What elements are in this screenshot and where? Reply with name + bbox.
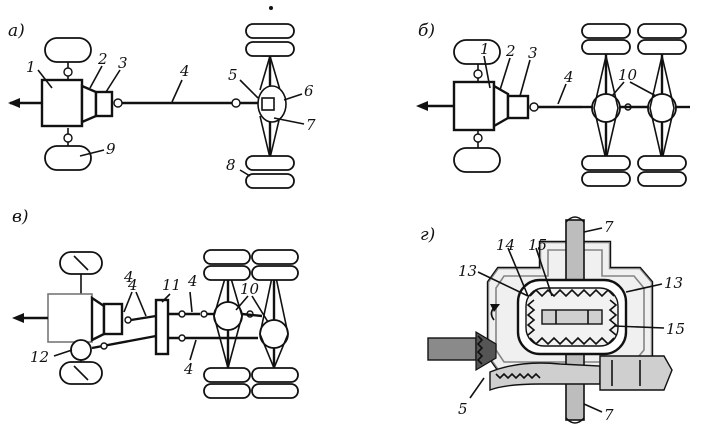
front-wheel-top bbox=[453, 39, 501, 65]
callout-a-2: 2 bbox=[97, 50, 108, 68]
callout-a-8: 8 bbox=[226, 156, 236, 174]
gearbox bbox=[506, 94, 530, 120]
rear-wheel bbox=[251, 265, 299, 281]
rear-wheel-top-outer bbox=[245, 23, 295, 39]
panel-v-title: в) bbox=[12, 207, 29, 227]
callout-v-12: 12 bbox=[30, 348, 49, 366]
front-wheel-bottom bbox=[44, 145, 92, 171]
callout-a-7: 7 bbox=[306, 116, 316, 134]
callout-b-2: 2 bbox=[505, 42, 516, 60]
transfer-case bbox=[154, 298, 170, 356]
rear-wheel bbox=[581, 23, 631, 39]
callout-v-10: 10 bbox=[240, 280, 260, 298]
callout-g-7-top: 7 bbox=[604, 218, 614, 236]
callout-g-15-top: 15 bbox=[528, 236, 547, 254]
drive-shaft bbox=[427, 337, 477, 361]
clutch bbox=[90, 295, 106, 342]
rear-wheel bbox=[251, 367, 299, 383]
engine bbox=[47, 293, 93, 343]
front-wheel-top bbox=[44, 37, 92, 63]
callout-a-3: 3 bbox=[118, 54, 128, 72]
panel-b: б) bbox=[416, 21, 690, 187]
callout-b-4: 4 bbox=[563, 68, 574, 86]
front-wheel-bottom bbox=[453, 147, 501, 173]
callout-g-13-left: 13 bbox=[458, 262, 477, 280]
callout-b-3: 3 bbox=[528, 44, 538, 62]
callout-g-5: 5 bbox=[458, 400, 468, 418]
callout-v-4b: 4 bbox=[123, 268, 134, 286]
rear-wheel bbox=[203, 265, 251, 281]
engine bbox=[40, 78, 84, 128]
rear-wheel bbox=[581, 39, 631, 55]
callout-g-7-bottom: 7 bbox=[604, 406, 614, 424]
main-gear bbox=[261, 97, 275, 111]
rear-wheel bbox=[203, 367, 251, 383]
rear-wheel bbox=[637, 155, 687, 171]
callout-v-4c: 4 bbox=[187, 272, 198, 290]
callout-g-15-right: 15 bbox=[666, 320, 685, 338]
callout-b-1: 1 bbox=[480, 40, 490, 58]
gearbox bbox=[102, 302, 124, 336]
rear-wheel bbox=[203, 249, 251, 265]
clutch bbox=[492, 83, 510, 129]
callout-v-11: 11 bbox=[162, 276, 181, 294]
callout-a-5: 5 bbox=[228, 66, 238, 84]
housing-flange bbox=[599, 355, 673, 391]
panel-a-title: а) bbox=[8, 21, 25, 41]
callout-g-14: 14 bbox=[496, 236, 515, 254]
rear-wheel-top-inner bbox=[245, 41, 295, 57]
engine bbox=[452, 80, 496, 132]
panel-g-title: г) bbox=[420, 225, 435, 245]
callout-v-4d: 4 bbox=[183, 360, 194, 378]
rear-wheel bbox=[637, 171, 687, 187]
front-drive-axle bbox=[70, 339, 92, 361]
callout-v-4a: 4 bbox=[127, 276, 138, 294]
panel-g: г) bbox=[420, 216, 685, 424]
callout-b-10: 10 bbox=[618, 66, 638, 84]
callout-a-4: 4 bbox=[179, 62, 190, 80]
gearbox bbox=[94, 90, 114, 118]
panel-b-title: б) bbox=[418, 21, 435, 41]
differential-cross bbox=[541, 309, 603, 325]
rear-wheel-bottom-outer bbox=[245, 173, 295, 189]
side-gears bbox=[529, 288, 615, 346]
rear-wheel bbox=[203, 383, 251, 399]
rear-wheel bbox=[637, 39, 687, 55]
rear-wheel bbox=[581, 155, 631, 171]
callout-a-1: 1 bbox=[26, 58, 36, 76]
callout-a-9: 9 bbox=[106, 140, 116, 158]
clutch bbox=[80, 84, 98, 124]
callout-a-6: 6 bbox=[304, 82, 314, 100]
rear-wheel-bottom-inner bbox=[245, 155, 295, 171]
callout-g-13-right: 13 bbox=[664, 274, 683, 292]
rear-wheel bbox=[251, 383, 299, 399]
panel-a: а) bbox=[8, 6, 316, 189]
rear-wheel bbox=[581, 171, 631, 187]
panel-v: в) bbox=[12, 207, 299, 399]
drive-axle-1 bbox=[213, 301, 243, 331]
satellite-gears bbox=[526, 299, 618, 336]
rear-wheel bbox=[637, 23, 687, 39]
rear-wheel bbox=[251, 249, 299, 265]
